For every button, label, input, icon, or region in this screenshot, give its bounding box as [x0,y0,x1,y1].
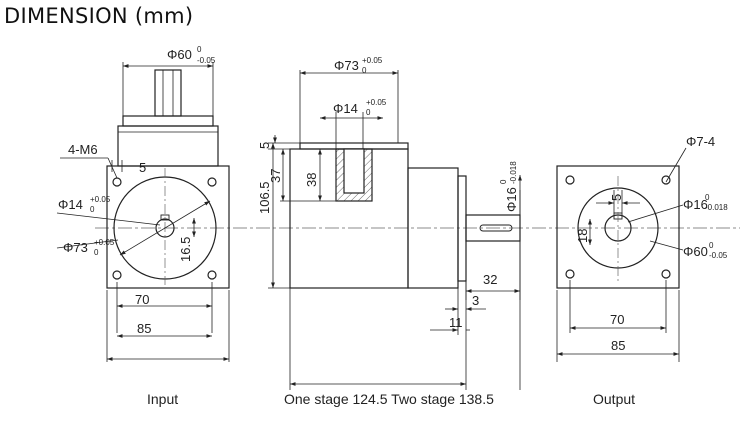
input-thread-depth: 5 [139,160,146,175]
input-dimensions [56,62,230,362]
input-bore-dia: Φ14 [58,197,83,212]
output-dimensions [556,147,687,362]
input-flange [106,165,230,289]
input-bore-tol-lower: 0 [90,205,95,214]
side-view [289,142,521,289]
side-len-3: 3 [472,293,479,308]
input-bolt-hole-br [207,270,217,280]
input-pcd-tol-upper: +0.05 [94,238,115,247]
side-bore-dia: Φ14 [333,101,358,116]
input-thread: 4-M6 [68,142,98,157]
side-caption: One stage 124.5 Two stage 138.5 [284,391,494,407]
output-pilot-tol-upper: 0 [709,241,714,250]
input-bolt-hole-tl [112,177,122,187]
output-shaft-tol-lower: -0.018 [705,203,728,212]
side-flange-dim: 5 [257,142,272,149]
input-shaft-tol-upper: 0 [197,45,202,54]
input-shaft-dia: Φ60 [167,47,192,62]
side-bore-tol-upper: +0.05 [366,98,387,107]
input-caption: Input [147,391,178,407]
side-shaft-tol-lower: -0.018 [509,161,518,184]
side-output-flange [457,175,467,282]
input-labels: Φ60 0 -0.05 4-M6 5 Φ14 +0.05 0 Φ73 +0.05… [58,45,216,407]
side-len-32: 32 [483,272,497,287]
side-depth-38: 38 [304,173,319,187]
output-bolt-hole-br [661,269,671,279]
input-key-dim: 16.5 [178,237,193,262]
input-collar [122,115,214,127]
side-top-tol-upper: +0.05 [362,56,383,65]
output-labels: Φ7-4 5 18 Φ16 0 -0.018 Φ60 0 -0.05 70 85… [575,134,728,407]
input-bolt-hole-bl [112,270,122,280]
side-top-tol-lower: 0 [362,66,367,75]
side-shaft-tol-upper: 0 [499,179,508,184]
output-key-height: 18 [575,229,590,243]
output-bolt-hole-tr [661,175,671,185]
output-pilot-dia: Φ60 [683,244,708,259]
input-inner-width: 70 [135,292,149,307]
side-depth-37: 37 [268,169,283,183]
input-bolt-hole-tr [207,177,217,187]
output-bolt-hole-tl [565,175,575,185]
page-title: DIMENSION (mm) [4,4,194,28]
output-pilot-tol-lower: -0.05 [709,251,728,260]
output-flange [556,165,680,289]
output-inner-width: 70 [610,312,624,327]
output-caption: Output [593,391,635,407]
side-top-plate [299,142,409,150]
input-pcd-tol-lower: 0 [94,248,99,257]
output-key-dim: 5 [609,194,624,201]
side-height: 106.5 [257,181,272,214]
output-bolt-hole-bl [565,269,575,279]
input-bore-tol-upper: +0.05 [90,195,111,204]
output-shaft-tol-upper: 0 [705,193,710,202]
output-view [556,165,680,289]
side-shaft-dia: Φ16 [504,187,519,212]
side-dimensions [268,70,522,390]
output-holes: Φ7-4 [686,134,715,149]
side-top-dia: Φ73 [334,58,359,73]
side-len-11: 11 [449,315,463,330]
side-labels: Φ73 +0.05 0 Φ14 +0.05 0 5 37 38 106.5 Φ1… [257,56,519,407]
input-shaft-stub [154,69,182,117]
input-view [106,69,230,289]
input-shaft-tol-lower: -0.05 [197,56,216,65]
input-pcd-dia: Φ73 [63,240,88,255]
output-shaft-dia: Φ16 [683,197,708,212]
side-bore-tol-lower: 0 [366,108,371,117]
input-outer-width: 85 [137,321,151,336]
output-outer-width: 85 [611,338,625,353]
